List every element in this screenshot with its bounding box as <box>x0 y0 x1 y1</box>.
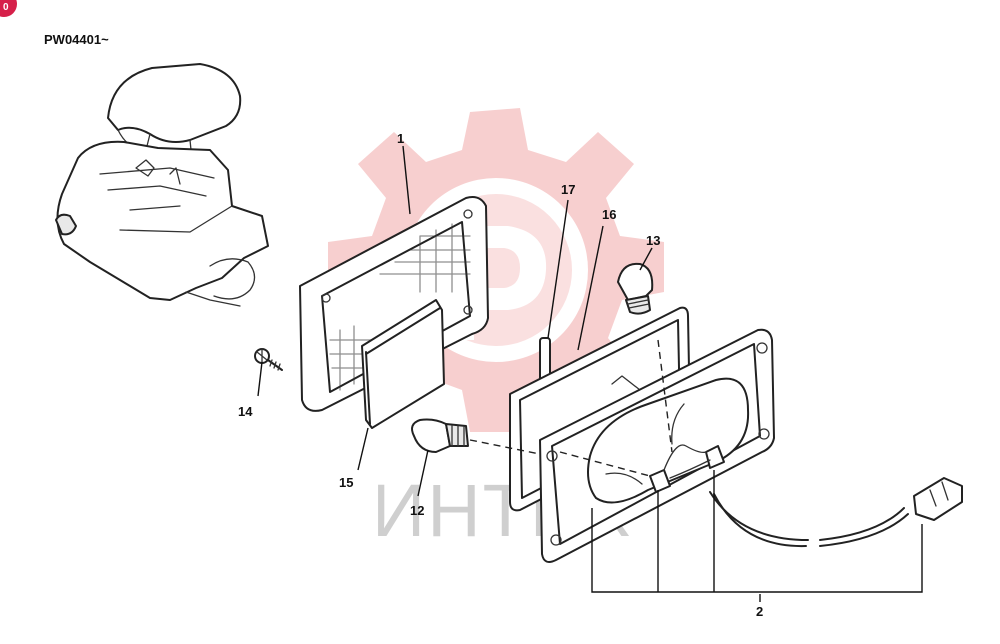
part-15-reflector-panel <box>361 299 445 429</box>
part-1-lens-housing <box>299 196 489 412</box>
model-ref-label: PW04401~ <box>44 32 109 47</box>
part-label-17: 17 <box>561 182 575 197</box>
part-label-12: 12 <box>410 503 424 518</box>
part-label-13: 13 <box>646 233 660 248</box>
leader-lines <box>257 145 761 602</box>
part-2-lamp-base <box>539 328 963 593</box>
machine-illustration <box>55 63 269 307</box>
part-14-screw <box>254 348 283 371</box>
corner-badge-text: 0 <box>3 2 9 13</box>
part-label-14: 14 <box>238 404 253 419</box>
part-label-16: 16 <box>602 207 616 222</box>
part-label-1: 1 <box>397 131 404 146</box>
part-13-bulb <box>617 262 654 315</box>
corner-badge: 0 <box>0 0 17 17</box>
part-label-2: 2 <box>756 604 763 619</box>
part-label-15: 15 <box>339 475 353 490</box>
